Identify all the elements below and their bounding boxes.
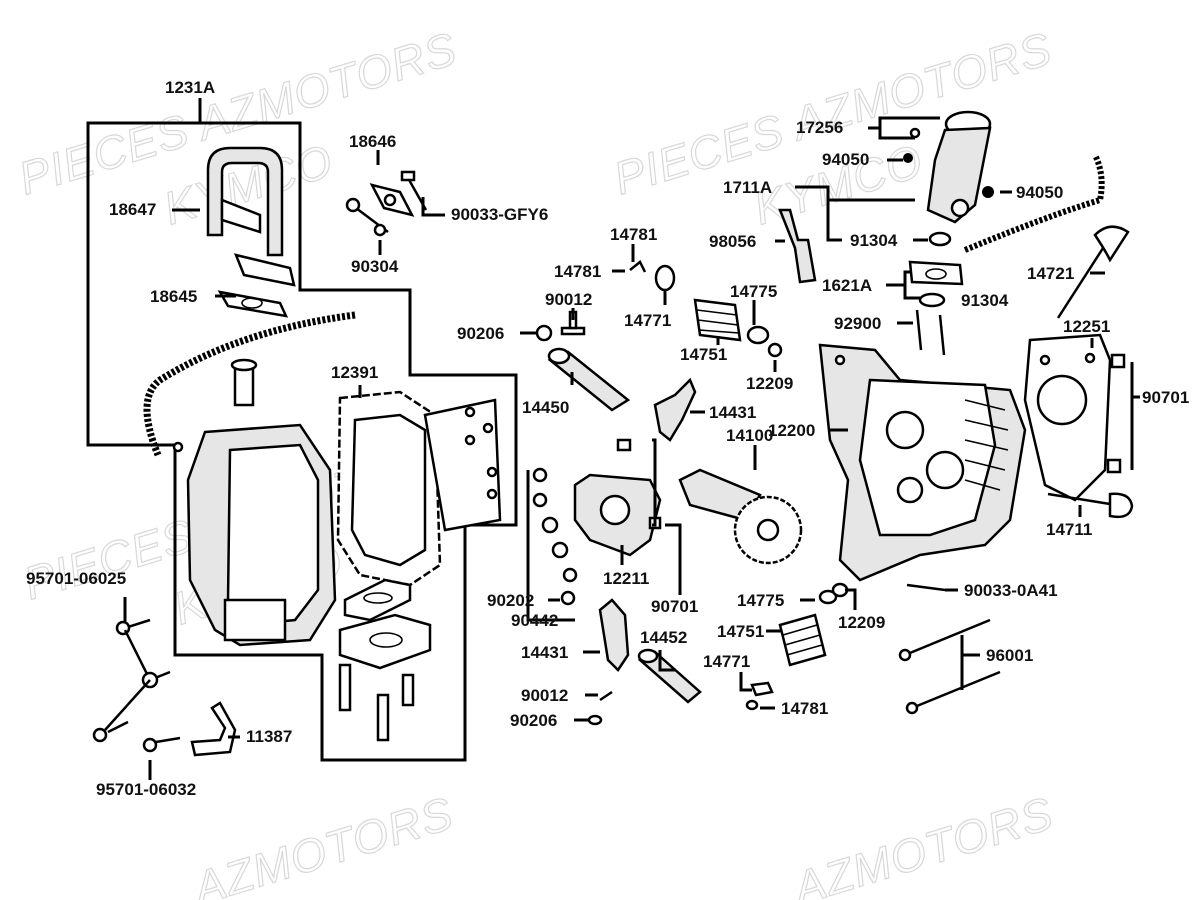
o-ring-91304-a — [928, 231, 952, 247]
washer-12209-a — [767, 342, 783, 358]
oil-seal-parts — [338, 578, 432, 742]
cotter-14781-c — [745, 699, 759, 711]
part-label: 14781 — [610, 225, 657, 244]
valve-14721 — [1056, 225, 1130, 319]
part-label: 14431 — [709, 403, 756, 422]
bracket-18646 — [345, 170, 428, 237]
rocker-shaft-14452 — [637, 648, 702, 704]
part-label: 90442 — [511, 611, 558, 630]
rocker-shaft-14450 — [547, 347, 631, 412]
part-label: 1711A — [723, 178, 772, 197]
seal-14775-a — [746, 325, 770, 345]
breather-tube-18647 — [206, 146, 296, 287]
part-label: 12251 — [1063, 317, 1110, 336]
part-label: 14450 — [522, 398, 569, 417]
rocker-arm-14431-a — [653, 377, 697, 442]
part-label: 14751 — [680, 345, 727, 364]
part-label: 1621A — [822, 276, 872, 295]
part-label: 94050 — [1016, 183, 1063, 202]
seal-14775-b — [818, 589, 838, 605]
part-label: 14781 — [554, 262, 601, 281]
nut-90206-a — [535, 324, 553, 342]
head-gasket-12251 — [1023, 333, 1126, 502]
adjuster-90012-b — [599, 690, 613, 702]
part-label: 14100 — [726, 426, 773, 445]
pin-90033-0A41 — [906, 583, 946, 592]
valve-springs-14751-a — [693, 298, 742, 342]
clip-11387 — [190, 701, 237, 757]
studs-96001 — [898, 618, 1001, 715]
hose-clip — [172, 441, 184, 453]
part-label: 14751 — [717, 622, 764, 641]
part-label: 18647 — [109, 200, 156, 219]
washer-12209-b — [831, 582, 849, 598]
part-label: 90202 — [487, 591, 534, 610]
cotter-14781-a — [629, 260, 647, 273]
part-label: 12391 — [331, 363, 378, 382]
part-label: 1231A — [165, 78, 215, 97]
part-label: 90012 — [521, 686, 568, 705]
bolts-95701 — [92, 618, 181, 753]
group-outline-1231A — [86, 98, 518, 762]
part-label: 14781 — [781, 699, 828, 718]
part-label: 90304 — [351, 257, 399, 276]
part-label: 18645 — [150, 287, 197, 306]
part-label: 12200 — [768, 421, 815, 440]
part-label: 90701 — [1142, 388, 1189, 407]
part-label: 17256 — [796, 118, 843, 137]
rocker-arm-14431-b — [598, 598, 630, 672]
part-label: 14775 — [730, 282, 777, 301]
part-label: 14771 — [703, 652, 750, 671]
vacuum-hose — [963, 153, 1105, 253]
part-label: 95701-06032 — [96, 780, 196, 799]
cylinder-head-12200 — [818, 343, 1027, 582]
camshaft-14100 — [678, 468, 803, 565]
part-label: 92900 — [834, 314, 881, 333]
part-label: 90701 — [651, 597, 698, 616]
cover-gasket-12391 — [336, 390, 502, 587]
part-label: 90206 — [510, 711, 557, 730]
part-label: 91304 — [850, 231, 898, 250]
cylinder-head-cover — [186, 358, 337, 647]
nut-90206-b — [587, 714, 603, 726]
part-labels: 1231A 18646 18647 90033-GFY6 90304 18645… — [26, 78, 1189, 799]
part-label: 91304 — [961, 291, 1009, 310]
part-label: 14775 — [737, 591, 784, 610]
gasket-18645 — [217, 290, 289, 318]
retainer-14771-a — [654, 264, 676, 292]
part-label: 14452 — [640, 628, 687, 647]
insulator-1621A — [908, 260, 964, 308]
valve-14711 — [1047, 492, 1134, 519]
retainer-14771-b — [750, 681, 774, 697]
dowel-pins-92900 — [915, 309, 946, 356]
part-label: 11387 — [246, 727, 292, 746]
part-label: 90206 — [457, 324, 504, 343]
watermark-text: AZMOTORS — [185, 787, 459, 900]
intake-manifold-17256 — [903, 110, 994, 224]
spark-plug-98056 — [778, 208, 817, 284]
cam-holder-12211 — [573, 438, 662, 557]
part-label: 90012 — [545, 290, 592, 309]
part-label: 90033-GFY6 — [451, 205, 548, 224]
part-label: 96001 — [986, 646, 1033, 665]
part-label: 14711 — [1046, 520, 1092, 539]
washers-90202-90442 — [532, 467, 578, 606]
part-label: 94050 — [822, 150, 869, 169]
breather-hose — [143, 311, 356, 457]
part-label: 12211 — [603, 569, 649, 588]
part-label: 95701-06025 — [26, 569, 126, 588]
leader-lines — [123, 116, 1140, 780]
part-label: 12209 — [746, 374, 793, 393]
part-label: 14771 — [624, 311, 671, 330]
part-label: 18646 — [349, 132, 396, 151]
part-label: 90033-0A41 — [964, 581, 1058, 600]
part-label: 14431 — [521, 643, 568, 662]
part-label: 98056 — [709, 232, 756, 251]
valve-springs-14751-b — [778, 613, 827, 667]
part-label: 12209 — [838, 613, 885, 632]
part-label: 14721 — [1027, 264, 1074, 283]
watermark-text: AZMOTORS — [785, 787, 1059, 900]
